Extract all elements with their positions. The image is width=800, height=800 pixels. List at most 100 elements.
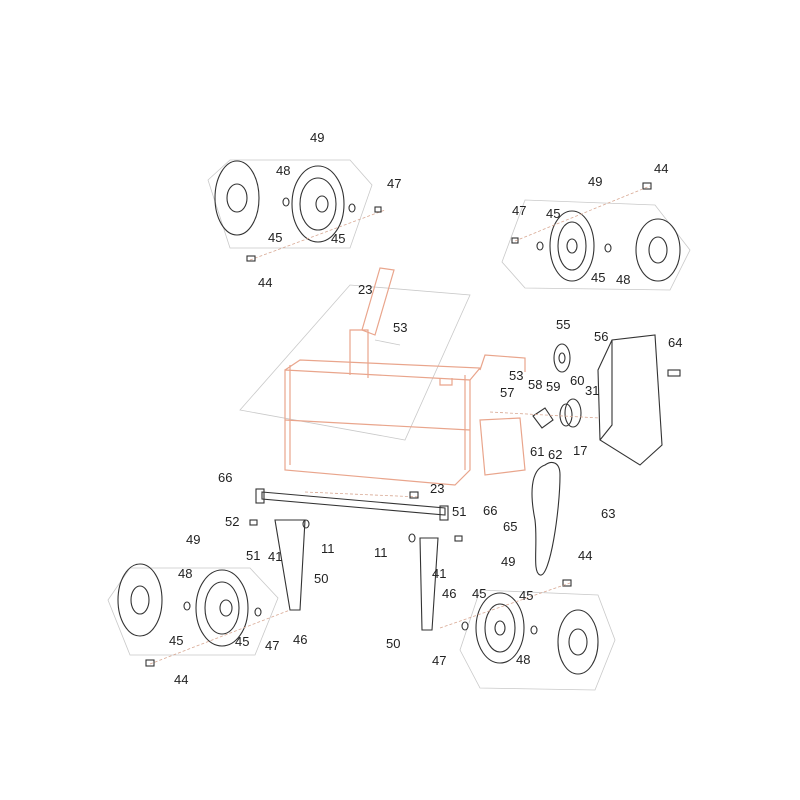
callout-label: 55 bbox=[556, 317, 570, 332]
wheel-hub bbox=[219, 599, 233, 617]
washer bbox=[461, 621, 469, 631]
deck-top bbox=[284, 359, 482, 381]
axle-rod bbox=[261, 491, 446, 516]
callout-label: 51 bbox=[452, 504, 466, 519]
callout-label: 58 bbox=[528, 377, 542, 392]
callout-label: 52 bbox=[225, 514, 239, 529]
washer bbox=[530, 625, 538, 635]
screw bbox=[667, 369, 681, 377]
callout-label: 45 bbox=[472, 586, 486, 601]
callout-label: 45 bbox=[331, 231, 345, 246]
pulley-ring bbox=[559, 403, 573, 427]
callout-labels: 49 48 47 45 45 44 44 49 47 45 45 48 23 5… bbox=[169, 130, 682, 687]
callout-label: 59 bbox=[546, 379, 560, 394]
callout-label: 44 bbox=[258, 275, 272, 290]
callout-label: 53 bbox=[393, 320, 407, 335]
callout-label: 45 bbox=[546, 206, 560, 221]
callout-label: 11 bbox=[321, 541, 335, 556]
nut bbox=[374, 206, 382, 213]
hubcap bbox=[557, 609, 599, 675]
axis-line bbox=[489, 411, 601, 419]
callout-label: 48 bbox=[276, 163, 290, 178]
rear-axle bbox=[249, 488, 463, 631]
main-deck bbox=[239, 267, 526, 499]
pulley bbox=[553, 343, 571, 373]
drive-assembly bbox=[489, 334, 681, 576]
hubcap bbox=[214, 160, 260, 236]
callout-label: 53 bbox=[509, 368, 523, 383]
wheel bbox=[195, 569, 249, 647]
deck-housing bbox=[284, 369, 471, 486]
bolt bbox=[562, 579, 572, 587]
wheel-inner bbox=[299, 177, 337, 231]
belt-cover bbox=[597, 334, 663, 466]
link-right bbox=[419, 537, 439, 631]
callout-label: 45 bbox=[268, 230, 282, 245]
callout-label: 45 bbox=[169, 633, 183, 648]
callout-label: 47 bbox=[387, 176, 401, 191]
wheel-assembly-top-left bbox=[207, 159, 386, 262]
hubcap bbox=[635, 218, 681, 282]
projection-plane bbox=[239, 284, 471, 441]
callout-label: 41 bbox=[432, 566, 446, 581]
side-plate bbox=[479, 417, 526, 476]
hubcap-center bbox=[130, 585, 150, 615]
pin bbox=[374, 339, 401, 346]
drive-belt bbox=[531, 461, 561, 576]
callout-label: 45 bbox=[591, 270, 605, 285]
wheel-hub bbox=[315, 195, 329, 213]
callout-label: 17 bbox=[573, 443, 587, 458]
callout-label: 47 bbox=[512, 203, 526, 218]
callout-label: 11 bbox=[374, 545, 388, 560]
clip bbox=[439, 378, 453, 386]
callout-label: 62 bbox=[548, 447, 562, 462]
wheel-assembly-bottom-left bbox=[107, 563, 291, 667]
pulley-hub bbox=[558, 352, 566, 364]
callout-label: 49 bbox=[310, 130, 324, 145]
callout-label: 51 bbox=[246, 548, 260, 563]
callout-label: 47 bbox=[265, 638, 279, 653]
washer bbox=[282, 197, 290, 207]
nut bbox=[511, 237, 519, 244]
callout-label: 23 bbox=[430, 481, 444, 496]
callout-label: 61 bbox=[530, 444, 544, 459]
group-outline bbox=[459, 589, 616, 691]
callout-label: 63 bbox=[601, 506, 615, 521]
callout-label: 41 bbox=[268, 549, 282, 564]
callout-label: 44 bbox=[174, 672, 188, 687]
deck-edge bbox=[284, 419, 471, 431]
callout-label: 64 bbox=[668, 335, 682, 350]
nut bbox=[302, 519, 310, 529]
callout-label: 23 bbox=[358, 282, 372, 297]
wheel-hub bbox=[494, 620, 506, 636]
callout-label: 44 bbox=[654, 161, 668, 176]
callout-label: 31 bbox=[585, 383, 599, 398]
callout-label: 60 bbox=[570, 373, 584, 388]
wheel bbox=[549, 210, 595, 282]
callout-label: 50 bbox=[314, 571, 328, 586]
pulley bbox=[564, 398, 582, 428]
axle-end bbox=[255, 488, 265, 504]
callout-label: 50 bbox=[386, 636, 400, 651]
axis-line bbox=[249, 209, 386, 261]
hubcap-center bbox=[648, 236, 668, 264]
wheel-inner bbox=[557, 221, 587, 271]
group-outline bbox=[107, 567, 279, 656]
wheel-assembly-top-right bbox=[501, 182, 691, 291]
height-lever bbox=[361, 267, 395, 336]
wheel bbox=[475, 592, 525, 664]
axis-line bbox=[149, 609, 291, 665]
lever-mount bbox=[349, 329, 369, 378]
axis-line bbox=[439, 582, 571, 629]
wheel bbox=[291, 165, 345, 243]
washer bbox=[183, 601, 191, 611]
callout-label: 46 bbox=[442, 586, 456, 601]
callout-label: 65 bbox=[503, 519, 517, 534]
hubcap-center bbox=[568, 628, 588, 656]
callout-label: 66 bbox=[483, 503, 497, 518]
callout-label: 57 bbox=[500, 385, 514, 400]
bracket bbox=[532, 407, 554, 429]
hubcap bbox=[117, 563, 163, 637]
callout-label: 48 bbox=[178, 566, 192, 581]
